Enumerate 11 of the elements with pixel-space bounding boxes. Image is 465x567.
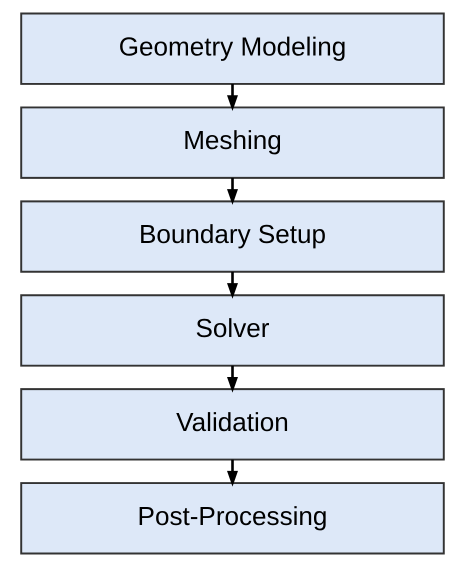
node-box: Meshing (20, 106, 445, 179)
node-box: Boundary Setup (20, 200, 445, 273)
arrow (227, 178, 238, 205)
arrow (227, 272, 238, 299)
node-box: Validation (20, 388, 445, 461)
arrow (227, 84, 238, 111)
node-box: Geometry Modeling (20, 12, 445, 85)
node-box: Solver (20, 294, 445, 367)
arrow (227, 460, 238, 487)
node-box: Post-Processing (20, 482, 445, 554)
arrow (227, 366, 238, 393)
